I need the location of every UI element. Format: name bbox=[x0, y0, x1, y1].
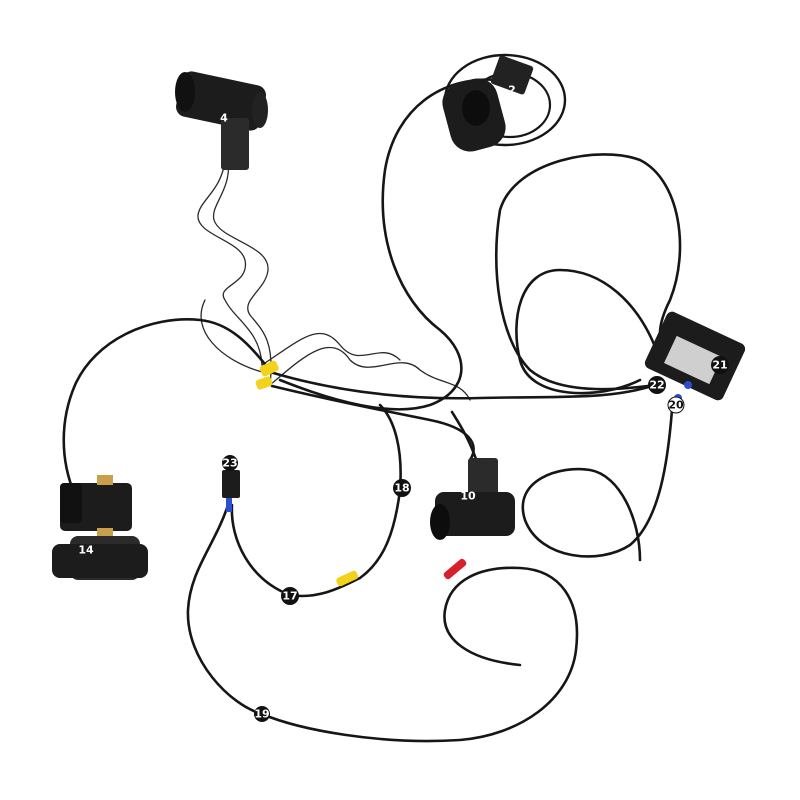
label-21: 21 bbox=[712, 359, 727, 372]
label-18: 18 bbox=[394, 482, 409, 495]
yellow-splice-lower bbox=[255, 376, 273, 390]
label-23: 23 bbox=[222, 457, 237, 470]
label-2: 2 bbox=[508, 84, 516, 97]
component-4-flow-valve: 4 bbox=[175, 71, 268, 170]
wires bbox=[62, 53, 682, 743]
blue-sleeve-23 bbox=[226, 496, 232, 512]
component-10-flow-switch: 10 bbox=[430, 458, 515, 540]
yellow-splice-17 bbox=[336, 570, 359, 587]
label-19: 19 bbox=[254, 708, 269, 721]
yellow-splice-upper bbox=[259, 360, 279, 377]
splices bbox=[226, 360, 467, 587]
component-14-solenoid-valve: 14 bbox=[52, 475, 148, 580]
label-4: 4 bbox=[220, 112, 228, 125]
label-22: 22 bbox=[649, 379, 664, 392]
component-21-control-box: 21 22 20 bbox=[644, 311, 746, 414]
red-splice bbox=[443, 558, 467, 580]
wire-tags: 23 18 17 19 bbox=[222, 455, 411, 722]
label-17: 17 bbox=[282, 590, 297, 603]
component-2-valve: 2 bbox=[442, 55, 534, 152]
label-10: 10 bbox=[460, 490, 476, 503]
label-14: 14 bbox=[78, 544, 94, 557]
label-20: 20 bbox=[668, 399, 684, 412]
